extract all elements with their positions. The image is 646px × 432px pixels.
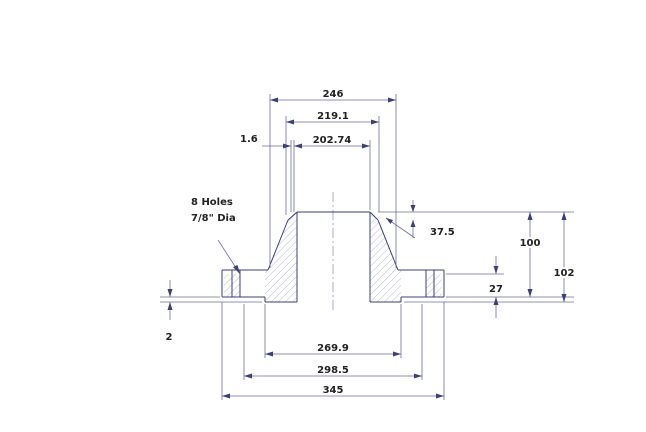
flange-outline <box>221 211 445 303</box>
label-1-6: 1.6 <box>240 134 258 145</box>
extension-lines <box>160 94 574 400</box>
label-269-9: 269.9 <box>317 343 349 354</box>
label-219-1: 219.1 <box>317 111 349 122</box>
label-37-5: 37.5 <box>430 227 455 238</box>
dimension-lines <box>167 97 567 399</box>
label-2: 2 <box>166 332 173 343</box>
label-246: 246 <box>323 89 344 100</box>
label-345: 345 <box>323 385 344 396</box>
label-202-74: 202.74 <box>313 135 352 146</box>
label-holes-count: 8 Holes <box>191 197 233 208</box>
label-298-5: 298.5 <box>317 365 349 376</box>
label-holes-dia: 7/8" Dia <box>191 213 236 224</box>
dimension-labels: 246 219.1 1.6 202.74 8 Holes 7/8" Dia 37… <box>166 89 577 396</box>
label-27: 27 <box>489 284 503 295</box>
label-100: 100 <box>520 238 541 249</box>
label-102: 102 <box>554 268 575 279</box>
